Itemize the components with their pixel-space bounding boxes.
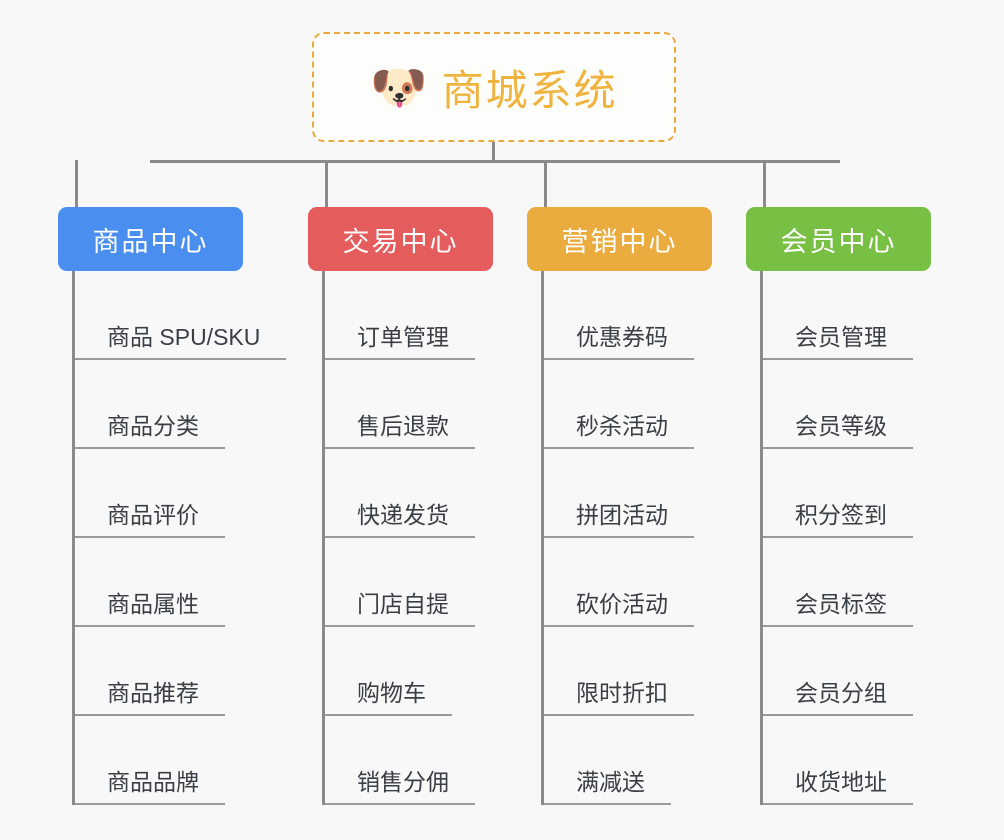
leaf-item-label: 会员等级 bbox=[763, 407, 913, 449]
leaf-list-trade-center: 订单管理售后退款快递发货门店自提购物车销售分佣 bbox=[322, 271, 507, 805]
leaf-list-marketing-center: 优惠券码秒杀活动拼团活动砍价活动限时折扣满减送 bbox=[541, 271, 726, 805]
leaf-item-label: 门店自提 bbox=[325, 585, 475, 627]
connector-drop-marketing-center bbox=[544, 160, 547, 207]
leaf-item-label: 商品品牌 bbox=[75, 763, 225, 805]
leaf-item[interactable]: 订单管理 bbox=[325, 271, 507, 360]
leaf-item[interactable]: 售后退款 bbox=[325, 360, 507, 449]
leaf-item[interactable]: 快递发货 bbox=[325, 449, 507, 538]
leaf-item[interactable]: 会员等级 bbox=[763, 360, 945, 449]
leaf-item-label: 商品属性 bbox=[75, 585, 225, 627]
leaf-item[interactable]: 门店自提 bbox=[325, 538, 507, 627]
leaf-item[interactable]: 限时折扣 bbox=[544, 627, 726, 716]
leaf-item[interactable]: 商品 SPU/SKU bbox=[75, 271, 318, 360]
leaf-item[interactable]: 拼团活动 bbox=[544, 449, 726, 538]
branch-header-marketing-center[interactable]: 营销中心 bbox=[527, 207, 712, 271]
leaf-item-label: 商品评价 bbox=[75, 496, 225, 538]
leaf-item[interactable]: 砍价活动 bbox=[544, 538, 726, 627]
leaf-item[interactable]: 优惠券码 bbox=[544, 271, 726, 360]
leaf-item-label: 会员管理 bbox=[763, 318, 913, 360]
leaf-list-member-center: 会员管理会员等级积分签到会员标签会员分组收货地址 bbox=[760, 271, 945, 805]
branch-header-member-center[interactable]: 会员中心 bbox=[746, 207, 931, 271]
leaf-item[interactable]: 积分签到 bbox=[763, 449, 945, 538]
leaf-item-label: 会员标签 bbox=[763, 585, 913, 627]
leaf-item-label: 商品推荐 bbox=[75, 674, 225, 716]
branch-trade-center: 交易中心订单管理售后退款快递发货门店自提购物车销售分佣 bbox=[308, 207, 507, 805]
leaf-item[interactable]: 商品评价 bbox=[75, 449, 318, 538]
connector-horizontal-bus bbox=[150, 160, 840, 163]
connector-drop-trade-center bbox=[325, 160, 328, 207]
branch-member-center: 会员中心会员管理会员等级积分签到会员标签会员分组收货地址 bbox=[746, 207, 945, 805]
leaf-item[interactable]: 会员管理 bbox=[763, 271, 945, 360]
leaf-item[interactable]: 秒杀活动 bbox=[544, 360, 726, 449]
leaf-item-label: 收货地址 bbox=[763, 763, 913, 805]
leaf-item-label: 销售分佣 bbox=[325, 763, 475, 805]
branch-header-product-center[interactable]: 商品中心 bbox=[58, 207, 243, 271]
leaf-item-label: 积分签到 bbox=[763, 496, 913, 538]
root-node-title: 商城系统 bbox=[441, 66, 618, 114]
leaf-item[interactable]: 满减送 bbox=[544, 716, 726, 805]
root-node-shopping-mall-system[interactable]: 🐶 商城系统 bbox=[312, 32, 676, 142]
leaf-list-product-center: 商品 SPU/SKU 商品分类商品评价商品属性商品推荐商品品牌 bbox=[72, 271, 318, 805]
connector-root-stem bbox=[492, 142, 495, 163]
connector-drop-product-center bbox=[75, 160, 78, 207]
leaf-item[interactable]: 商品推荐 bbox=[75, 627, 318, 716]
leaf-item-label: 秒杀活动 bbox=[544, 407, 694, 449]
leaf-item[interactable]: 商品分类 bbox=[75, 360, 318, 449]
leaf-item[interactable]: 收货地址 bbox=[763, 716, 945, 805]
branch-header-trade-center[interactable]: 交易中心 bbox=[308, 207, 493, 271]
leaf-item-label: 砍价活动 bbox=[544, 585, 694, 627]
leaf-item-label: 商品分类 bbox=[75, 407, 225, 449]
leaf-item-label: 满减送 bbox=[544, 763, 671, 805]
leaf-item-label: 拼团活动 bbox=[544, 496, 694, 538]
leaf-item-label: 限时折扣 bbox=[544, 674, 694, 716]
leaf-item-label: 商品 SPU/SKU bbox=[75, 318, 287, 360]
leaf-item[interactable]: 会员标签 bbox=[763, 538, 945, 627]
leaf-item-label: 售后退款 bbox=[325, 407, 475, 449]
branch-product-center: 商品中心商品 SPU/SKU 商品分类商品评价商品属性商品推荐商品品牌 bbox=[58, 207, 318, 805]
branch-marketing-center: 营销中心优惠券码秒杀活动拼团活动砍价活动限时折扣满减送 bbox=[527, 207, 726, 805]
leaf-item-label: 订单管理 bbox=[325, 318, 475, 360]
leaf-item-label: 会员分组 bbox=[763, 674, 913, 716]
shiba-dog-face-icon: 🐶 bbox=[370, 61, 428, 113]
leaf-item[interactable]: 购物车 bbox=[325, 627, 507, 716]
leaf-item[interactable]: 商品品牌 bbox=[75, 716, 318, 805]
leaf-item-label: 购物车 bbox=[325, 674, 452, 716]
leaf-item-label: 快递发货 bbox=[325, 496, 475, 538]
leaf-item[interactable]: 商品属性 bbox=[75, 538, 318, 627]
leaf-item-label: 优惠券码 bbox=[544, 318, 694, 360]
leaf-item[interactable]: 会员分组 bbox=[763, 627, 945, 716]
connector-drop-member-center bbox=[763, 160, 766, 207]
leaf-item[interactable]: 销售分佣 bbox=[325, 716, 507, 805]
